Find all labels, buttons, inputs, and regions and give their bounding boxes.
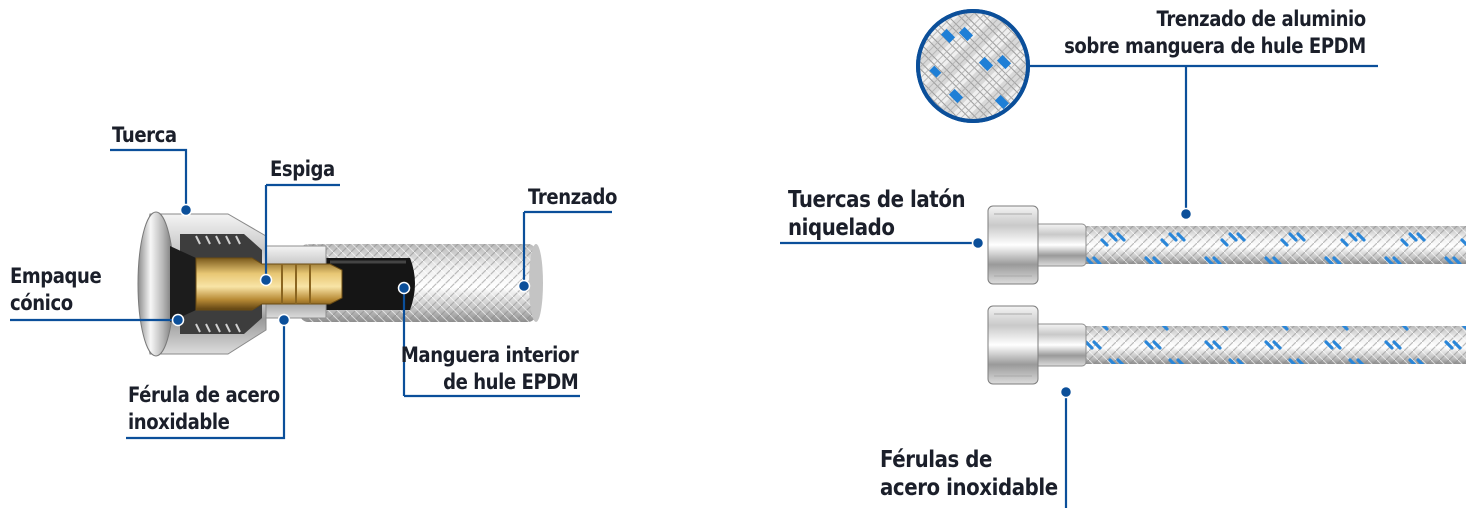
label-empaque-line1: Empaque — [10, 264, 102, 288]
label-manguera-line2: de hule EPDM — [442, 370, 579, 394]
label-ferulas-line1: Férulas de — [880, 447, 993, 473]
hose-upper — [987, 205, 1466, 285]
braid-magnifier — [916, 9, 1030, 123]
right-leader-lines — [780, 64, 1378, 508]
label-empaque-line2: cónico — [10, 291, 73, 315]
label-trenzado-aluminio: Trenzado de aluminio sobre manguera de h… — [1064, 6, 1366, 60]
label-tuerca-text: Tuerca — [112, 123, 177, 147]
label-espiga-text: Espiga — [270, 157, 335, 181]
label-trenzado-aluminio-line1: Trenzado de aluminio — [1156, 7, 1367, 31]
label-tuerca: Tuerca — [112, 122, 177, 149]
label-tuercas-laton: Tuercas de latón niquelado — [788, 186, 966, 242]
label-espiga: Espiga — [270, 156, 335, 183]
label-ferulas-line2: acero inoxidable — [880, 475, 1058, 501]
left-leader-lines — [10, 148, 612, 440]
label-tuercas-line1: Tuercas de latón — [788, 187, 966, 213]
label-ferula-acero: Férula de acero inoxidable — [128, 382, 280, 436]
cutaway-connector-illustration — [137, 211, 543, 357]
label-trenzado: Trenzado — [528, 184, 617, 211]
label-ferula-line2: inoxidable — [128, 410, 230, 434]
label-trenzado-aluminio-line2: sobre manguera de hule EPDM — [1064, 34, 1366, 58]
label-ferulas-acero: Férulas de acero inoxidable — [880, 446, 1058, 502]
right-leader-dots — [971, 207, 1193, 399]
label-trenzado-text: Trenzado — [528, 185, 617, 209]
label-manguera-interior: Manguera interior de hule EPDM — [400, 342, 579, 396]
hose-lower — [987, 305, 1466, 385]
left-leader-dots — [171, 203, 531, 327]
label-tuercas-line2: niquelado — [788, 215, 895, 241]
label-ferula-line1: Férula de acero — [128, 383, 280, 407]
label-manguera-line1: Manguera interior — [400, 343, 579, 367]
label-empaque-conico: Empaque cónico — [10, 263, 102, 317]
